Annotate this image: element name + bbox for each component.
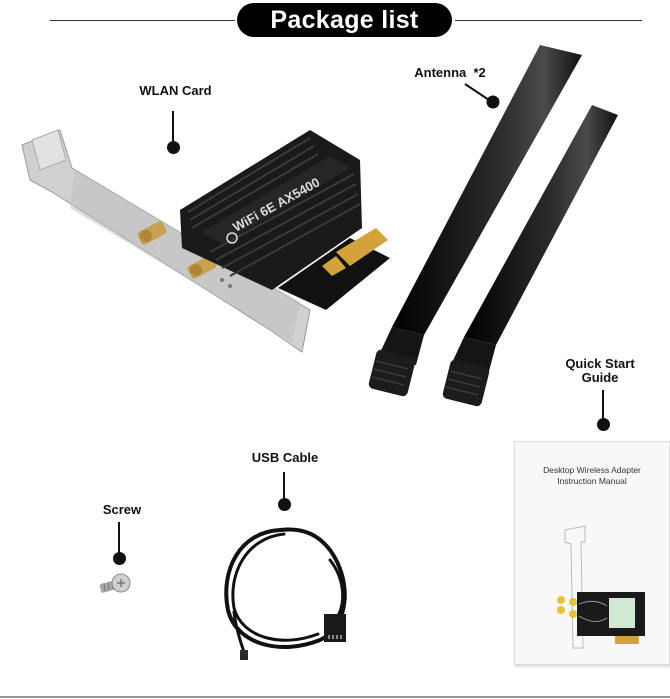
manual-card-illustration: [557, 525, 645, 649]
page-title: Package list: [237, 3, 452, 37]
manual-title-line1: Desktop Wireless Adapter: [543, 465, 641, 475]
antenna-image: [368, 45, 618, 407]
antenna-pointer: [464, 83, 500, 109]
manual-title: Desktop Wireless Adapter Instruction Man…: [515, 465, 669, 487]
usb-cable-label: USB Cable: [251, 450, 319, 465]
quick-start-guide-label-line2: Guide: [581, 370, 619, 385]
usb-cable-pointer-dot: [278, 498, 291, 511]
quick-start-guide-label-line1: Quick Start: [565, 356, 635, 371]
header-rule-left: [50, 20, 235, 21]
wlan-card-image: WiFi 6E AX5400: [21, 129, 390, 353]
instruction-manual: Desktop Wireless Adapter Instruction Man…: [514, 441, 670, 665]
bottom-rule: [0, 696, 670, 698]
sma-connector-2-icon: [187, 255, 217, 279]
screw-pointer: [118, 522, 120, 554]
header-rule-right: [455, 20, 642, 21]
wlan-card-label: WLAN Card: [139, 83, 212, 98]
wlan-card-pointer-dot: [167, 141, 180, 154]
quick-start-guide-pointer: [602, 390, 604, 420]
usb-cable-image: [224, 527, 347, 660]
screw-pointer-dot: [113, 552, 126, 565]
quick-start-guide-label: Quick Start Guide: [550, 357, 650, 385]
wlan-card-pointer: [172, 111, 174, 143]
screw-label: Screw: [102, 502, 142, 517]
screw-image: [99, 573, 131, 593]
antenna-label: Antenna *2: [414, 65, 486, 80]
usb-cable-pointer: [283, 472, 285, 500]
manual-title-line2: Instruction Manual: [557, 476, 627, 486]
antenna-2: [442, 105, 618, 407]
sma-connector-1-icon: [137, 221, 167, 245]
usb-cable-end-connector-icon: [240, 650, 248, 660]
usb-header-connector-icon: [324, 614, 346, 642]
quick-start-guide-pointer-dot: [597, 418, 610, 431]
antenna-1: [368, 45, 582, 397]
